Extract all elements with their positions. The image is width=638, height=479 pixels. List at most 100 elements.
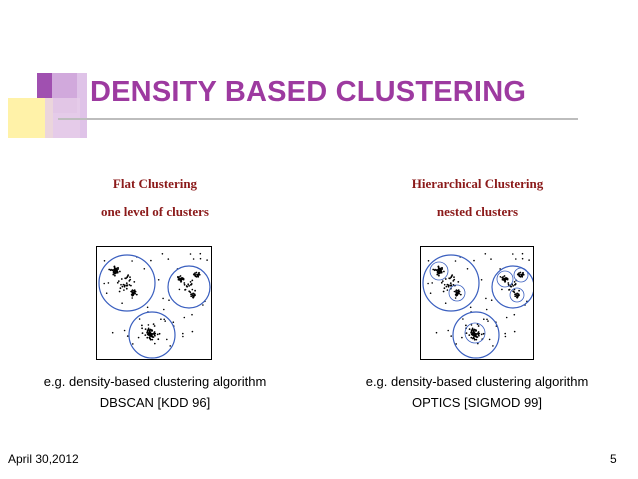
point [435,331,438,334]
point [148,331,151,334]
point [189,253,192,255]
point [195,271,198,274]
left-caption-line1: e.g. density-based clustering algorithm [43,374,267,389]
point [492,345,494,347]
point [111,331,114,334]
point [195,275,198,278]
right-caption: e.g. density-based clustering algorithm … [322,371,632,413]
point [484,253,487,255]
point [440,271,443,273]
point [131,291,134,294]
point [153,331,156,333]
point [450,275,453,278]
point [473,259,475,262]
point [112,272,115,274]
point [487,320,489,322]
point [507,282,510,284]
point [151,338,154,341]
point [187,283,190,286]
point [182,335,184,338]
point [183,316,186,319]
point [121,285,124,288]
point [473,333,475,336]
point [457,281,460,283]
point [138,318,141,320]
point [485,297,487,300]
point [149,337,152,340]
point [191,294,194,297]
point [154,332,157,335]
point [513,288,516,291]
left-heading: Flat Clustering [112,176,198,191]
point [515,294,518,297]
point [472,331,475,334]
point [162,297,164,300]
left-caption-line2: DBSCAN [KDD 96] [99,395,211,410]
point [427,260,430,262]
point [512,290,515,293]
point [182,278,185,281]
point [123,284,126,287]
point [516,273,519,276]
point [135,293,138,296]
point [503,279,505,282]
point [190,283,193,285]
point [191,288,194,291]
point [501,288,503,291]
point [114,272,117,275]
point [196,273,198,276]
point [427,282,429,285]
point [445,285,448,288]
cluster-circle [167,265,211,309]
point [169,345,171,347]
point [449,277,451,280]
point [150,259,152,262]
point [521,275,523,277]
point [111,269,114,272]
point [470,324,473,326]
point [468,328,471,330]
point [112,273,115,276]
point [115,270,118,273]
point [444,278,447,280]
point [149,333,151,336]
point [475,329,478,332]
point [513,330,516,333]
point [144,328,147,330]
point [450,335,452,337]
point [192,258,195,260]
point [465,332,468,334]
point [168,299,170,301]
point [440,281,443,284]
point [519,271,522,274]
point [478,332,481,335]
point [192,273,195,276]
point [442,290,445,293]
point [157,279,160,281]
point [179,279,181,282]
point [198,273,201,276]
point [191,330,194,333]
point [454,297,457,299]
point [167,258,170,260]
point [193,293,196,296]
point [131,294,134,297]
point [443,287,446,290]
point [480,279,483,281]
point [120,283,122,286]
point [470,329,473,332]
point [146,336,149,339]
point [468,334,471,336]
point [506,278,509,281]
point [147,324,150,326]
right-heading: Hierarchical Clustering [411,176,544,191]
right-subheading: nested clusters [436,204,519,219]
point [146,329,149,332]
title-underline [58,118,578,120]
flat-clustering-plot [98,252,211,359]
point [459,293,462,296]
point [528,259,530,261]
cluster-circle [128,311,176,359]
cluster-circle [509,287,525,303]
point [202,304,204,306]
